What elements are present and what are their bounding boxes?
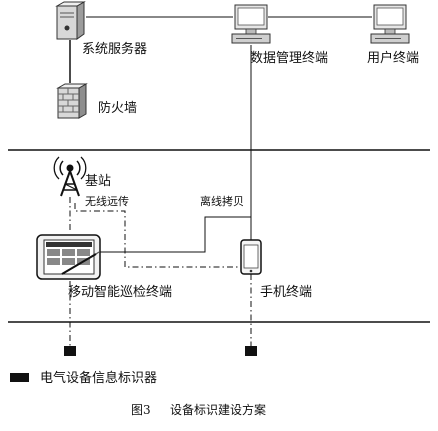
computer-icon	[231, 4, 271, 44]
base-station-label: 基站	[85, 174, 111, 189]
offline-copy-label: 离线拷贝	[200, 194, 244, 208]
mobile-device-label: 移动智能巡检终端	[68, 284, 172, 300]
firewall-label: 防火墙	[98, 100, 137, 116]
data-terminal-label: 数据管理终端	[250, 50, 328, 66]
offline-copy-link	[100, 216, 251, 253]
figure-caption: 设备标识建设方案	[170, 402, 266, 417]
phone-terminal-label: 手机终端	[260, 284, 312, 300]
server-label: 系统服务器	[82, 41, 147, 57]
legend-label: 电气设备信息标识器	[40, 370, 157, 386]
connections	[8, 16, 430, 346]
antenna-tower-icon	[53, 156, 87, 197]
smartphone-icon	[240, 239, 262, 275]
firewall-icon	[56, 83, 88, 119]
legend-tag-swatch	[10, 373, 29, 382]
wireless-link-label: 无线远传	[85, 194, 129, 208]
server-icon	[55, 1, 86, 40]
wireless-link-mobile	[74, 203, 238, 268]
equipment-tag-icon	[245, 346, 257, 356]
user-terminal-label: 用户终端	[367, 50, 419, 66]
computer-icon	[370, 4, 410, 44]
tablet-device-icon	[36, 234, 101, 280]
figure-number: 图3	[131, 403, 151, 417]
equipment-tag-icon	[64, 346, 76, 356]
